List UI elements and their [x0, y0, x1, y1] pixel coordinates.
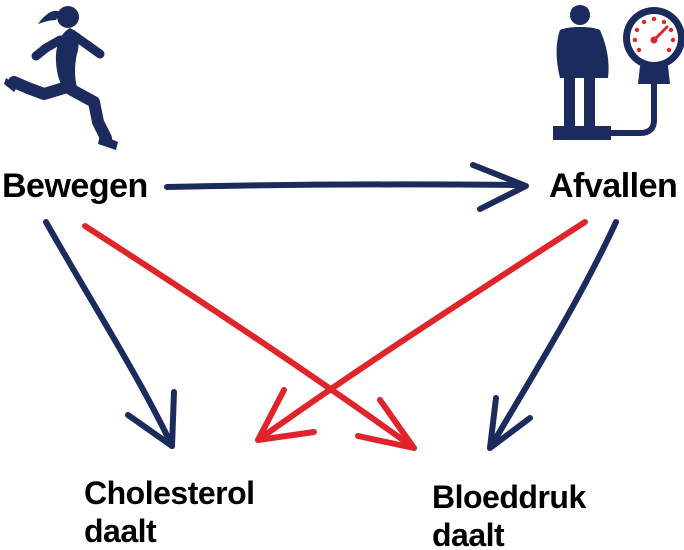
woman-on-scale-icon [553, 5, 684, 140]
running-woman-icon [4, 6, 118, 150]
node-label-cholesterol: Cholesterol daalt [84, 474, 255, 550]
node-label-bloeddruk-line2: daalt [432, 517, 505, 550]
node-label-cholesterol-line1: Cholesterol [84, 475, 255, 511]
arrow-bewegen-bloeddruk [82, 223, 417, 451]
arrow-bewegen-cholesterol [43, 219, 177, 449]
arrow-afvallen-cholesterol [255, 219, 588, 443]
node-label-bloeddruk: Bloeddruk daalt [432, 478, 586, 550]
arrow-afvallen-bloeddruk [487, 219, 619, 451]
arrow-bewegen-afvallen [164, 162, 529, 212]
node-label-bewegen: Bewegen [2, 167, 148, 205]
node-label-cholesterol-line2: daalt [84, 513, 157, 549]
node-label-afvallen: Afvallen [549, 167, 678, 205]
node-label-bloeddruk-line1: Bloeddruk [432, 479, 586, 515]
